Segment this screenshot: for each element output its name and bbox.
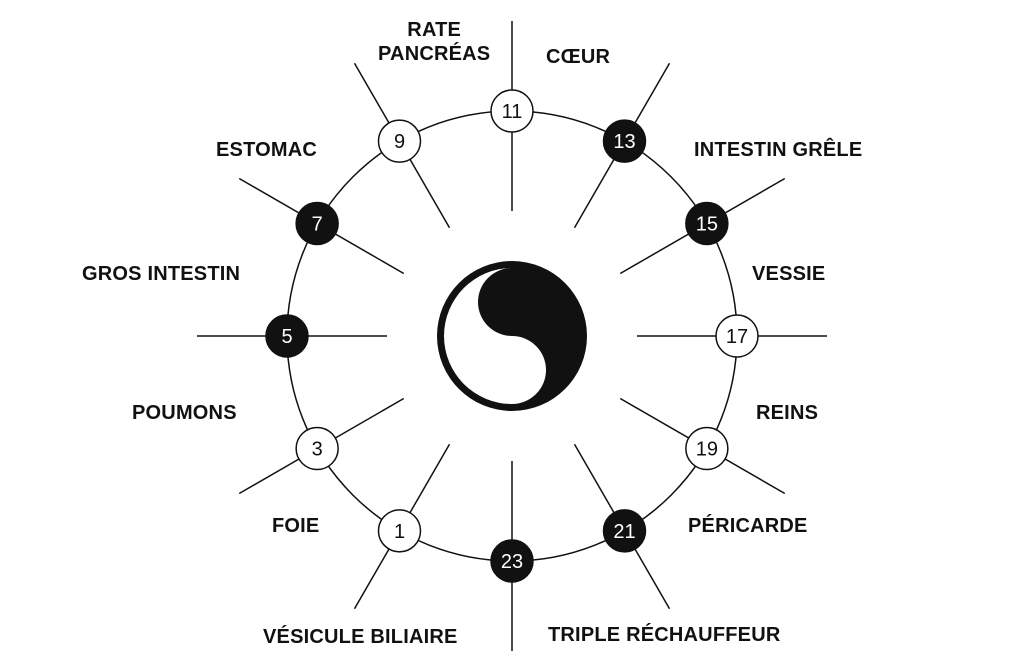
label-rate-pancreas: RATE PANCRÉAS — [378, 19, 491, 65]
marker-circle — [715, 314, 759, 358]
marker-number: 1 — [394, 521, 405, 543]
marker-circle — [377, 119, 422, 163]
label-foie: FOIE — [272, 515, 320, 537]
marker-circle — [602, 119, 647, 163]
hour-marker-17: 17 — [715, 314, 759, 358]
hour-marker-19: 19 — [685, 426, 729, 471]
marker-number: 17 — [726, 326, 748, 348]
marker-number: 7 — [312, 214, 323, 236]
hour-marker-13: 13 — [602, 119, 647, 163]
hour-marker-11: 11 — [490, 89, 534, 133]
label-intestin-grele: INTESTIN GRÊLE — [694, 139, 863, 161]
label-vesicule-biliaire: VÉSICULE BILIAIRE — [263, 626, 458, 648]
label-poumons: POUMONS — [132, 402, 237, 424]
hour-marker-3: 3 — [295, 426, 339, 471]
label-estomac: ESTOMAC — [216, 139, 318, 161]
marker-circle — [490, 89, 534, 133]
label-pericarde: PÉRICARDE — [688, 515, 808, 537]
hour-marker-7: 7 — [295, 201, 339, 246]
hour-marker-21: 21 — [602, 509, 647, 553]
marker-circle — [490, 539, 534, 583]
marker-circle — [602, 509, 647, 553]
marker-number: 9 — [394, 131, 405, 153]
marker-number: 19 — [696, 439, 718, 461]
label-coeur: CŒUR — [546, 46, 611, 68]
marker-circle — [265, 314, 309, 358]
label-triple-rechauffeur: TRIPLE RÉCHAUFFEUR — [548, 624, 781, 646]
marker-circle — [295, 201, 339, 246]
marker-number: 13 — [613, 131, 635, 153]
marker-number: 23 — [501, 551, 523, 573]
label-vessie: VESSIE — [752, 263, 826, 285]
label-gros-intestin: GROS INTESTIN — [82, 263, 241, 285]
marker-number: 21 — [613, 521, 635, 543]
hour-marker-5: 5 — [265, 314, 309, 358]
hour-marker-9: 9 — [377, 119, 422, 163]
marker-circle — [685, 201, 729, 246]
marker-number: 3 — [312, 439, 323, 461]
hour-marker-15: 15 — [685, 201, 729, 246]
hour-marker-23: 23 — [490, 539, 534, 583]
yin-yang-icon — [437, 261, 587, 411]
marker-number: 5 — [281, 326, 292, 348]
marker-number: 15 — [696, 214, 718, 236]
marker-circle — [685, 426, 729, 471]
hour-marker-1: 1 — [377, 509, 422, 553]
marker-circle — [295, 426, 339, 471]
marker-number: 11 — [502, 101, 523, 123]
marker-circle — [377, 509, 422, 553]
label-reins: REINS — [756, 402, 819, 424]
